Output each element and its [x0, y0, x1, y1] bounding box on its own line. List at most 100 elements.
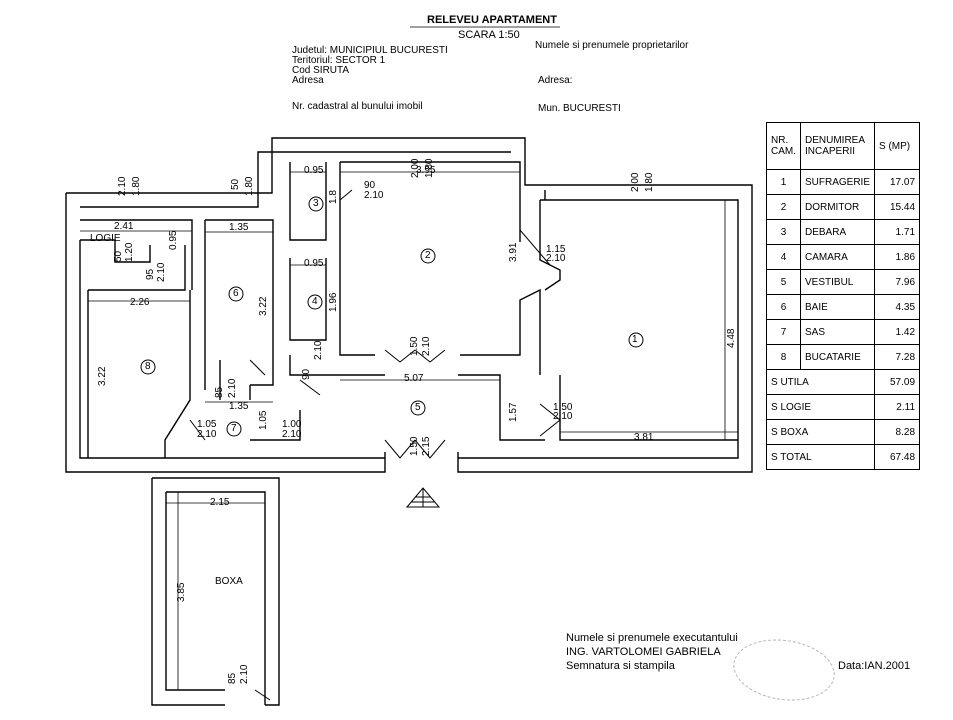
legend-name: CAMARA	[799, 244, 876, 270]
win-2-00: 2.00	[630, 172, 641, 192]
win-1-80-a: 1.80	[131, 176, 142, 196]
door-2-10-g: 2.10	[227, 378, 238, 398]
dim-4-48: 4.48	[726, 328, 737, 348]
legend-header-name: DENUMIREA INCAPERII	[799, 122, 876, 170]
legend-row: 5 VESTIBUL 7.96	[766, 269, 921, 295]
door-1-50-a: 1.50	[409, 336, 420, 356]
dim-0-95-mid: 0.95	[304, 258, 324, 269]
legend-total-row: S BOXA 8.28	[765, 419, 921, 445]
boxa-label: BOXA	[215, 576, 243, 587]
door-2-10-h: 2.10	[239, 664, 250, 684]
legend-nr: 7	[766, 319, 801, 345]
door-90-2-10: 2.10	[364, 190, 384, 201]
legend-area: 1.71	[874, 219, 921, 245]
win-1-80-b: 1.80	[244, 176, 255, 196]
legend-header-nr: NR. CAM.	[766, 122, 801, 170]
room-3-label: 3	[313, 198, 319, 209]
legend-total-row: S TOTAL 67.48	[765, 444, 921, 470]
total-value: 67.48	[874, 444, 921, 470]
room-1-label: 1	[632, 334, 638, 345]
dim-1-35-bottom: 1.35	[229, 401, 249, 412]
logie-50: 50	[113, 250, 124, 262]
total-label: S UTILA	[765, 369, 876, 395]
room-5-label: 5	[415, 402, 421, 413]
room-4-label: 4	[312, 296, 318, 307]
total-value: 2.11	[874, 394, 921, 420]
door-1-00: 1.00	[282, 419, 302, 430]
dim-3-22-bath: 3.22	[258, 296, 269, 316]
room-6-label: 6	[233, 288, 239, 299]
logie-2-10: 2.10	[156, 262, 167, 282]
adresa-left-label: Adresa	[292, 75, 324, 86]
door-90: 90	[364, 180, 376, 191]
dim-1-57: 1.57	[508, 402, 519, 422]
legend-area: 4.35	[874, 294, 921, 320]
legend-total-row: S UTILA 57.09	[765, 369, 921, 395]
legend-name: BUCATARIE	[799, 344, 876, 370]
legend-row: 6 BAIE 4.35	[766, 294, 921, 320]
total-value: 8.28	[874, 419, 921, 445]
legend-header-row: NR. CAM. DENUMIREA INCAPERII S (MP)	[766, 122, 921, 170]
dim-3-22-kitchen: 3.22	[97, 366, 108, 386]
dim-1-8: 1.8	[328, 190, 339, 204]
legend-nr: 5	[766, 269, 801, 295]
nr-cadastral-label: Nr. cadastral al bunului imobil	[292, 101, 423, 112]
dim-2-41: 2.41	[114, 221, 134, 232]
rooms-legend-table: NR. CAM. DENUMIREA INCAPERII S (MP) 1 SU…	[765, 122, 921, 470]
legend-area: 1.86	[874, 244, 921, 270]
proprietari-label: Numele si prenumele proprietarilor	[535, 40, 689, 51]
room-7-label: 7	[231, 423, 237, 434]
legend-row: 2 DORMITOR 15.44	[766, 194, 921, 220]
adresa-right-label: Adresa:	[538, 75, 573, 86]
dim-5-07: 5.07	[404, 373, 424, 384]
legend-name: DORMITOR	[799, 194, 876, 220]
dim-0-95-top: 0.95	[304, 165, 324, 176]
door-2-10-a: 2.10	[546, 253, 566, 264]
logie-label: LOGIE	[90, 233, 121, 244]
dim-1-05: 1.05	[258, 410, 269, 430]
mun-label: Mun. BUCURESTI	[538, 103, 621, 114]
judet-label: Judetul: MUNICIPIUL BUCURESTI	[292, 45, 448, 56]
legend-nr: 8	[766, 344, 801, 370]
logie-1-20: 1.20	[124, 242, 135, 262]
total-label: S LOGIE	[765, 394, 876, 420]
win-1-80-c: 1.80	[644, 172, 655, 192]
cod-siruta-label: Cod SIRUTA	[292, 65, 350, 76]
door-1-50-c: 1.50	[409, 436, 420, 456]
legend-name: VESTIBUL	[799, 269, 876, 295]
legend-nr: 3	[766, 219, 801, 245]
door-85-b: 85	[227, 672, 238, 684]
legend-area: 15.44	[874, 194, 921, 220]
total-label: S TOTAL	[765, 444, 876, 470]
door-1-05: 1.05	[197, 419, 217, 430]
dim-3-81: 3.81	[634, 432, 654, 443]
door-2-10-c: 2.10	[313, 340, 324, 360]
date-label: Data:IAN.2001	[838, 660, 911, 672]
door-90-b: 90	[301, 368, 312, 380]
win-50: 50	[230, 178, 241, 190]
legend-row: 7 SAS 1.42	[766, 319, 921, 345]
room-8-label: 8	[145, 361, 151, 372]
dim-0-95-logie: 0.95	[168, 230, 179, 250]
dim-3-91: 3.91	[508, 242, 519, 262]
logie-95: 95	[145, 268, 156, 280]
door-1-15: 1.15	[546, 244, 566, 255]
legend-nr: 1	[766, 169, 801, 195]
legend-name: SUFRAGERIE	[799, 169, 876, 195]
door-2-10-e: 2.10	[197, 429, 217, 440]
teritoriu-label: Teritoriul: SECTOR 1	[292, 55, 386, 66]
signature-label: Semnatura si stampila	[566, 660, 675, 672]
door-2-10-b: 2.10	[421, 336, 432, 356]
executant-label: Numele si prenumele executantului	[566, 632, 738, 644]
legend-row: 1 SUFRAGERIE 17.07	[766, 169, 921, 195]
win-1-80-d: 1.80	[424, 158, 435, 178]
legend-row: 8 BUCATARIE 7.28	[766, 344, 921, 370]
door-2-10-d: 2.10	[553, 411, 573, 422]
legend-area: 7.28	[874, 344, 921, 370]
total-value: 57.09	[874, 369, 921, 395]
legend-total-row: S LOGIE 2.11	[765, 394, 921, 420]
legend-row: 3 DEBARA 1.71	[766, 219, 921, 245]
legend-area: 1.42	[874, 319, 921, 345]
dim-1-96: 1.96	[328, 292, 339, 312]
